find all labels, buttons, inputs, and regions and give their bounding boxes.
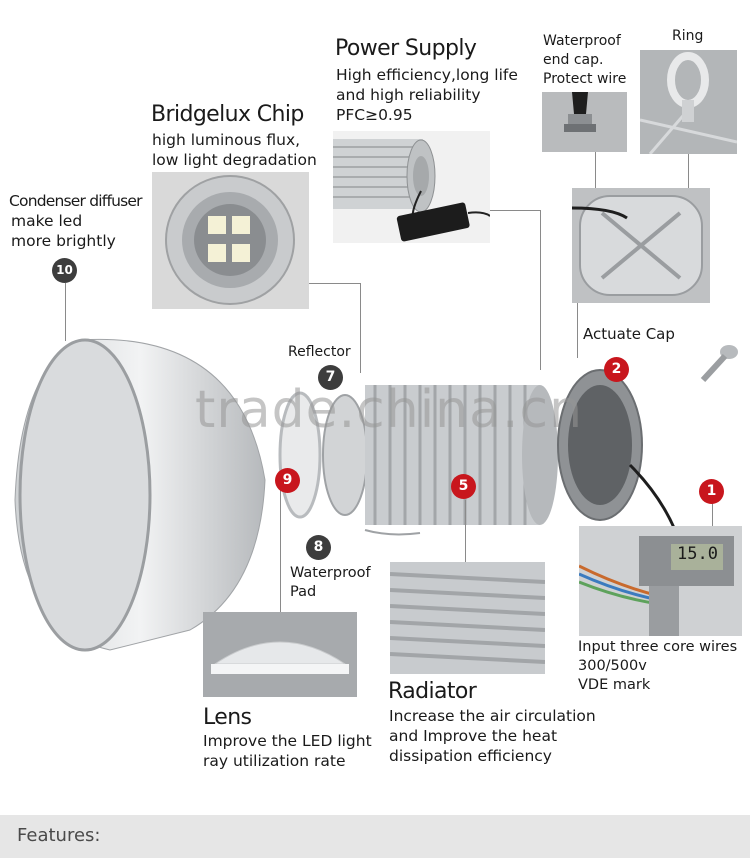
radiator-line-2: and Improve the heat — [389, 727, 558, 745]
screw-photo — [695, 340, 740, 385]
leader-line-power-v — [540, 210, 541, 370]
bridgelux-line-1: high luminous flux, — [152, 131, 301, 149]
bridgelux-chip-photo — [152, 172, 309, 309]
caliper-photo: 15.0 — [579, 526, 742, 636]
power-supply-photo — [333, 131, 490, 243]
wires-line-2: 300/500v — [578, 658, 647, 674]
endcap-line-2: end cap. — [543, 52, 604, 68]
lens-line-1: Improve the LED light — [203, 732, 372, 750]
power-supply-line-2: and high reliability — [336, 86, 481, 104]
wires-line-1: Input three core wires — [578, 639, 738, 655]
ring-photo — [640, 50, 737, 154]
condenser-line-1: make led — [11, 212, 83, 230]
endcap-line-1: Waterproof — [543, 33, 621, 49]
condenser-line-2: more brightly — [11, 232, 116, 250]
end-cap-photo — [542, 92, 627, 152]
pad-line-2: Pad — [290, 584, 317, 600]
radiator-photo — [390, 562, 545, 674]
lamp-body — [270, 355, 680, 540]
leader-line-radiator — [465, 500, 466, 562]
leader-line-actuate — [577, 303, 578, 358]
lens-title: Lens — [203, 705, 252, 730]
leader-line-bridgelux-v — [360, 283, 361, 373]
wires-line-3: VDE mark — [578, 677, 651, 693]
power-supply-title: Power Supply — [335, 36, 477, 61]
leader-line-endcap — [595, 152, 596, 188]
badge-10: 10 — [52, 258, 77, 283]
bridgelux-title: Bridgelux Chip — [151, 102, 304, 127]
features-label: Features: — [17, 825, 101, 846]
actuate-cap-photo — [572, 188, 710, 303]
badge-7: 7 — [318, 365, 343, 390]
power-supply-line-3: PFC≥0.95 — [336, 106, 413, 124]
caliper-reading: 15.0 — [677, 544, 718, 564]
leader-line-bridgelux — [309, 283, 361, 284]
endcap-line-3: Protect wire — [543, 71, 627, 87]
leader-line-wires — [712, 503, 713, 526]
pad-line-1: Waterproof — [290, 565, 371, 581]
leader-line-lens — [280, 490, 281, 612]
ring-label: Ring — [672, 28, 704, 44]
radiator-line-1: Increase the air circulation — [389, 707, 596, 725]
lens-photo — [203, 612, 357, 697]
leader-line-condenser — [65, 283, 66, 341]
badge-9: 9 — [275, 468, 300, 493]
power-supply-line-1: High efficiency,long life — [336, 66, 518, 84]
leader-line-ring — [688, 154, 689, 188]
radiator-line-3: dissipation efficiency — [389, 747, 552, 765]
badge-5: 5 — [451, 474, 476, 499]
actuate-cap-label: Actuate Cap — [583, 325, 675, 343]
lamp-shade — [10, 330, 275, 660]
reflector-label: Reflector — [288, 344, 351, 360]
watermark: trade.china.cn — [195, 380, 584, 440]
badge-8: 8 — [306, 535, 331, 560]
radiator-title: Radiator — [388, 679, 477, 704]
badge-2: 2 — [604, 357, 629, 382]
badge-1: 1 — [699, 479, 724, 504]
leader-line-power — [490, 210, 540, 211]
bridgelux-line-2: low light degradation — [152, 151, 317, 169]
features-bar: Features: — [0, 815, 750, 858]
condenser-title: Condenser diffuser — [9, 192, 143, 210]
lens-line-2: ray utilization rate — [203, 752, 346, 770]
